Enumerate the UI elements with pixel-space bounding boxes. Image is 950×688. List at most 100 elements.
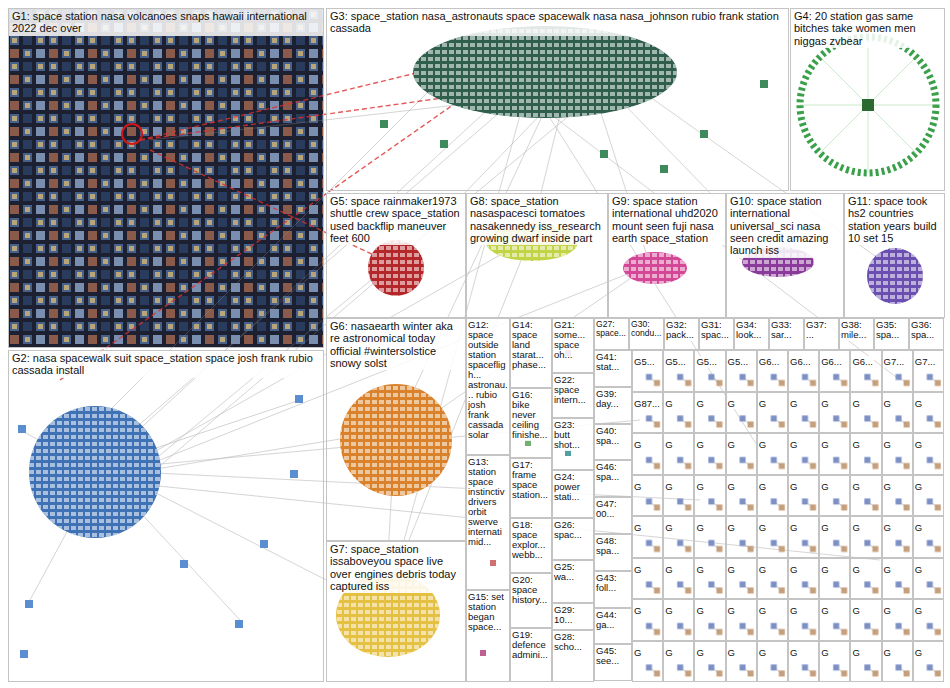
group-label: G (664, 481, 673, 493)
group-label: G25: wa... (553, 561, 593, 583)
group-label: G48: spa... (595, 535, 631, 557)
group-box: G (850, 599, 881, 641)
group-box: G (632, 475, 663, 517)
group-label: G22: space intern... (553, 374, 593, 406)
group-label: G46: spa... (595, 461, 631, 483)
group-label: G26: spac... (553, 519, 593, 541)
group-label: G (758, 439, 767, 451)
group-box: G (882, 392, 913, 434)
group-label: G21: some... space oh... (553, 319, 593, 361)
group-label: G (851, 439, 860, 451)
group-label: G (664, 522, 673, 534)
group-box: G47: 00... (594, 497, 632, 534)
group-label: G6: nasaearth winter aka re astronomical… (327, 319, 465, 370)
group-box: G87... (632, 392, 663, 434)
group-label: G37: ... (805, 319, 838, 341)
group-label: G (758, 564, 767, 576)
group-label: G (695, 439, 704, 451)
group-box: G (788, 475, 819, 517)
group-label: G5... (695, 356, 718, 368)
group-box: G20: space history... (510, 573, 552, 628)
group-label: G6... (851, 356, 874, 368)
group-label: G29: 10... (553, 604, 593, 626)
group-label: G12: space outside station spacefligh...… (467, 319, 509, 441)
group-label: G6... (758, 356, 781, 368)
group-box: G19: defence admini... (510, 628, 552, 682)
group-label: G (664, 398, 673, 410)
group-label: G (633, 522, 642, 534)
group-label: G (664, 564, 673, 576)
group-label: G3: space_station nasa_astronauts space … (327, 9, 788, 36)
group-box: G (757, 641, 788, 683)
group-box: G (819, 516, 850, 558)
group-label: G (883, 564, 892, 576)
group-box: G11: space took hs2 countries station ye… (844, 193, 945, 318)
group-box: G (913, 392, 944, 434)
group-box: G4: 20 station gas same bitches take wom… (790, 8, 945, 191)
group-label: G (789, 647, 798, 659)
group-box: G2: nasa spacewalk suit space_station sp… (8, 350, 324, 682)
group-label: G (914, 647, 923, 659)
group-box: G41: stat... (594, 350, 632, 387)
group-box: G (819, 475, 850, 517)
group-label: G24: power stati... (553, 471, 593, 503)
group-box: G7... (882, 350, 913, 392)
group-box: G29: 10... (552, 603, 594, 630)
group-label: G16: bike never ceiling finishe... (511, 389, 551, 441)
group-box: G44: ga... (594, 608, 632, 645)
group-label: G32: pack... (665, 319, 698, 341)
group-box: G39: day... (594, 387, 632, 424)
group-box: G (788, 516, 819, 558)
group-label: G39: day... (595, 388, 631, 410)
group-label: G (851, 481, 860, 493)
group-box: G (726, 599, 757, 641)
group-box: G (632, 558, 663, 600)
group-label: G41: stat... (595, 351, 631, 373)
group-box: G (663, 558, 694, 600)
group-label: G (883, 605, 892, 617)
group-box: G (882, 433, 913, 475)
group-label: G1: space station nasa volcanoes snaps h… (9, 9, 323, 36)
group-box: G25: wa... (552, 560, 594, 603)
group-box: G46: spa... (594, 460, 632, 497)
group-box: G6... (819, 350, 850, 392)
group-box: G (726, 433, 757, 475)
group-label: G (789, 481, 798, 493)
group-label: G (727, 564, 736, 576)
group-box: G26: spac... (552, 518, 594, 560)
group-box: G (757, 433, 788, 475)
group-box: G48: spa... (594, 534, 632, 571)
group-box: G8: space_station nasaspacesci tomatoes … (466, 193, 608, 318)
group-box: G (882, 475, 913, 517)
group-label: G (851, 605, 860, 617)
group-box: G6... (788, 350, 819, 392)
group-box: G5... (694, 350, 725, 392)
group-box: G28: scho... (552, 630, 594, 682)
group-box: G (694, 392, 725, 434)
group-box: G (788, 599, 819, 641)
group-box: G (913, 558, 944, 600)
group-box: G (850, 558, 881, 600)
group-label: G31: spac... (700, 319, 733, 341)
group-label: G38: mile... (840, 319, 873, 341)
group-label: G (758, 647, 767, 659)
group-box: G (882, 599, 913, 641)
group-label: G36: spa... (910, 319, 943, 341)
group-label: G6... (820, 356, 843, 368)
group-label: G5... (633, 356, 656, 368)
group-label: G (758, 522, 767, 534)
group-label: G (695, 481, 704, 493)
group-label: G87... (633, 398, 661, 410)
group-box: G (757, 599, 788, 641)
group-box: G38: mile... (839, 318, 874, 350)
group-label: G33: sar... (770, 319, 803, 341)
group-box: G13: station space instinctiv drivers or… (466, 455, 510, 590)
group-label: G7... (914, 356, 937, 368)
group-label: G4: 20 station gas same bitches take wom… (791, 9, 944, 48)
group-box: G34: look... (734, 318, 769, 350)
group-label: G (789, 522, 798, 534)
group-label: G (820, 522, 829, 534)
group-box: G (757, 475, 788, 517)
group-label: G (727, 398, 736, 410)
group-label: G (883, 647, 892, 659)
